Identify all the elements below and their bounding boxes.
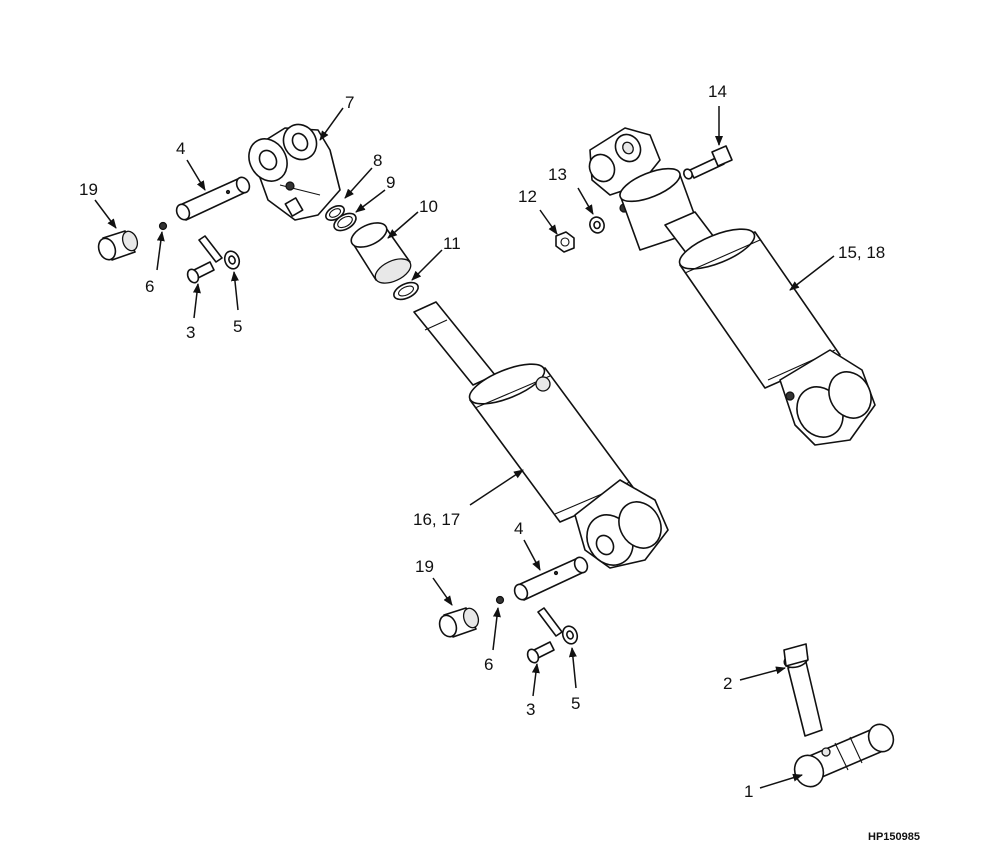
callout-7: 7 xyxy=(345,93,354,112)
grease-fitting-part-6-upper xyxy=(158,221,168,231)
callout-19-lower: 19 xyxy=(415,557,434,576)
seal-part-11 xyxy=(393,281,419,301)
callout-19-upper: 19 xyxy=(79,180,98,199)
rod-clevis-part-7 xyxy=(248,123,341,221)
grease-fitting-part-6-lower xyxy=(495,595,505,605)
leader-lines xyxy=(94,106,835,789)
callout-5-upper: 5 xyxy=(233,317,242,336)
clevis-pin-part-4-upper xyxy=(175,176,251,221)
callout-16-17: 16, 17 xyxy=(413,510,460,529)
clevis-pin-part-4-lower xyxy=(513,556,589,601)
callout-4-upper: 4 xyxy=(176,139,185,158)
bearing-part-10 xyxy=(350,222,412,284)
nut-part-12 xyxy=(555,231,575,253)
bolt-part-3-lower xyxy=(526,607,563,664)
washer-part-5-upper xyxy=(223,250,241,270)
callout-6-lower: 6 xyxy=(484,655,493,674)
callout-3-upper: 3 xyxy=(186,323,195,342)
bolt-part-2 xyxy=(783,643,823,737)
bolt-part-14 xyxy=(683,145,733,180)
callout-15-18: 15, 18 xyxy=(838,243,885,262)
callout-labels: 7 4 19 8 9 10 11 6 3 5 14 13 12 15, 18 1… xyxy=(79,82,920,843)
cylinder-part-15-18 xyxy=(588,127,876,446)
callout-1: 1 xyxy=(744,782,753,801)
bushing-part-19-upper xyxy=(97,230,139,261)
callout-4-lower: 4 xyxy=(514,519,523,538)
bolt-part-3-upper xyxy=(186,235,223,284)
callout-11: 11 xyxy=(443,234,461,253)
callout-10: 10 xyxy=(419,197,438,216)
bushing-part-19-lower xyxy=(438,607,480,638)
callout-13: 13 xyxy=(548,165,567,184)
callout-9: 9 xyxy=(386,173,395,192)
figure-reference: HP150985 xyxy=(868,831,920,843)
callout-5-lower: 5 xyxy=(571,694,580,713)
callout-2: 2 xyxy=(723,674,732,693)
callout-6-upper: 6 xyxy=(145,277,154,296)
washer-part-13 xyxy=(589,216,605,234)
callout-8: 8 xyxy=(373,151,382,170)
callout-14: 14 xyxy=(708,82,727,101)
callout-3-lower: 3 xyxy=(526,700,535,719)
cylinder-part-16-17 xyxy=(413,301,669,569)
callout-12: 12 xyxy=(518,187,537,206)
washer-part-5-lower xyxy=(561,625,579,645)
seal-part-9 xyxy=(333,212,357,232)
